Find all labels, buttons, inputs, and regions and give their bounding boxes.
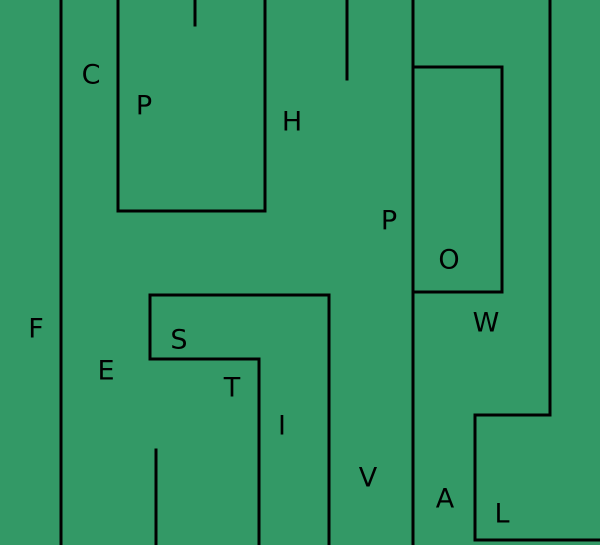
letter-e[interactable]: E [97,355,115,387]
letter-h[interactable]: H [281,106,303,138]
letter-l[interactable]: L [494,498,510,530]
letter-o[interactable]: O [438,244,460,276]
letter-a[interactable]: A [435,483,455,515]
letter-f[interactable]: F [28,313,44,345]
letter-c[interactable]: C [81,59,101,91]
wall-right-step [473,0,600,542]
wall-middle-l [148,293,331,545]
letter-p-top[interactable]: P [135,90,153,122]
wall-upper-box [116,0,267,213]
letter-v[interactable]: V [358,462,378,494]
letter-p-middle[interactable]: P [380,205,398,237]
letter-t[interactable]: T [223,372,241,404]
letter-i[interactable]: I [278,410,286,442]
wall-right-box [411,65,504,294]
letter-s[interactable]: S [170,324,188,356]
letter-w[interactable]: W [472,307,500,339]
